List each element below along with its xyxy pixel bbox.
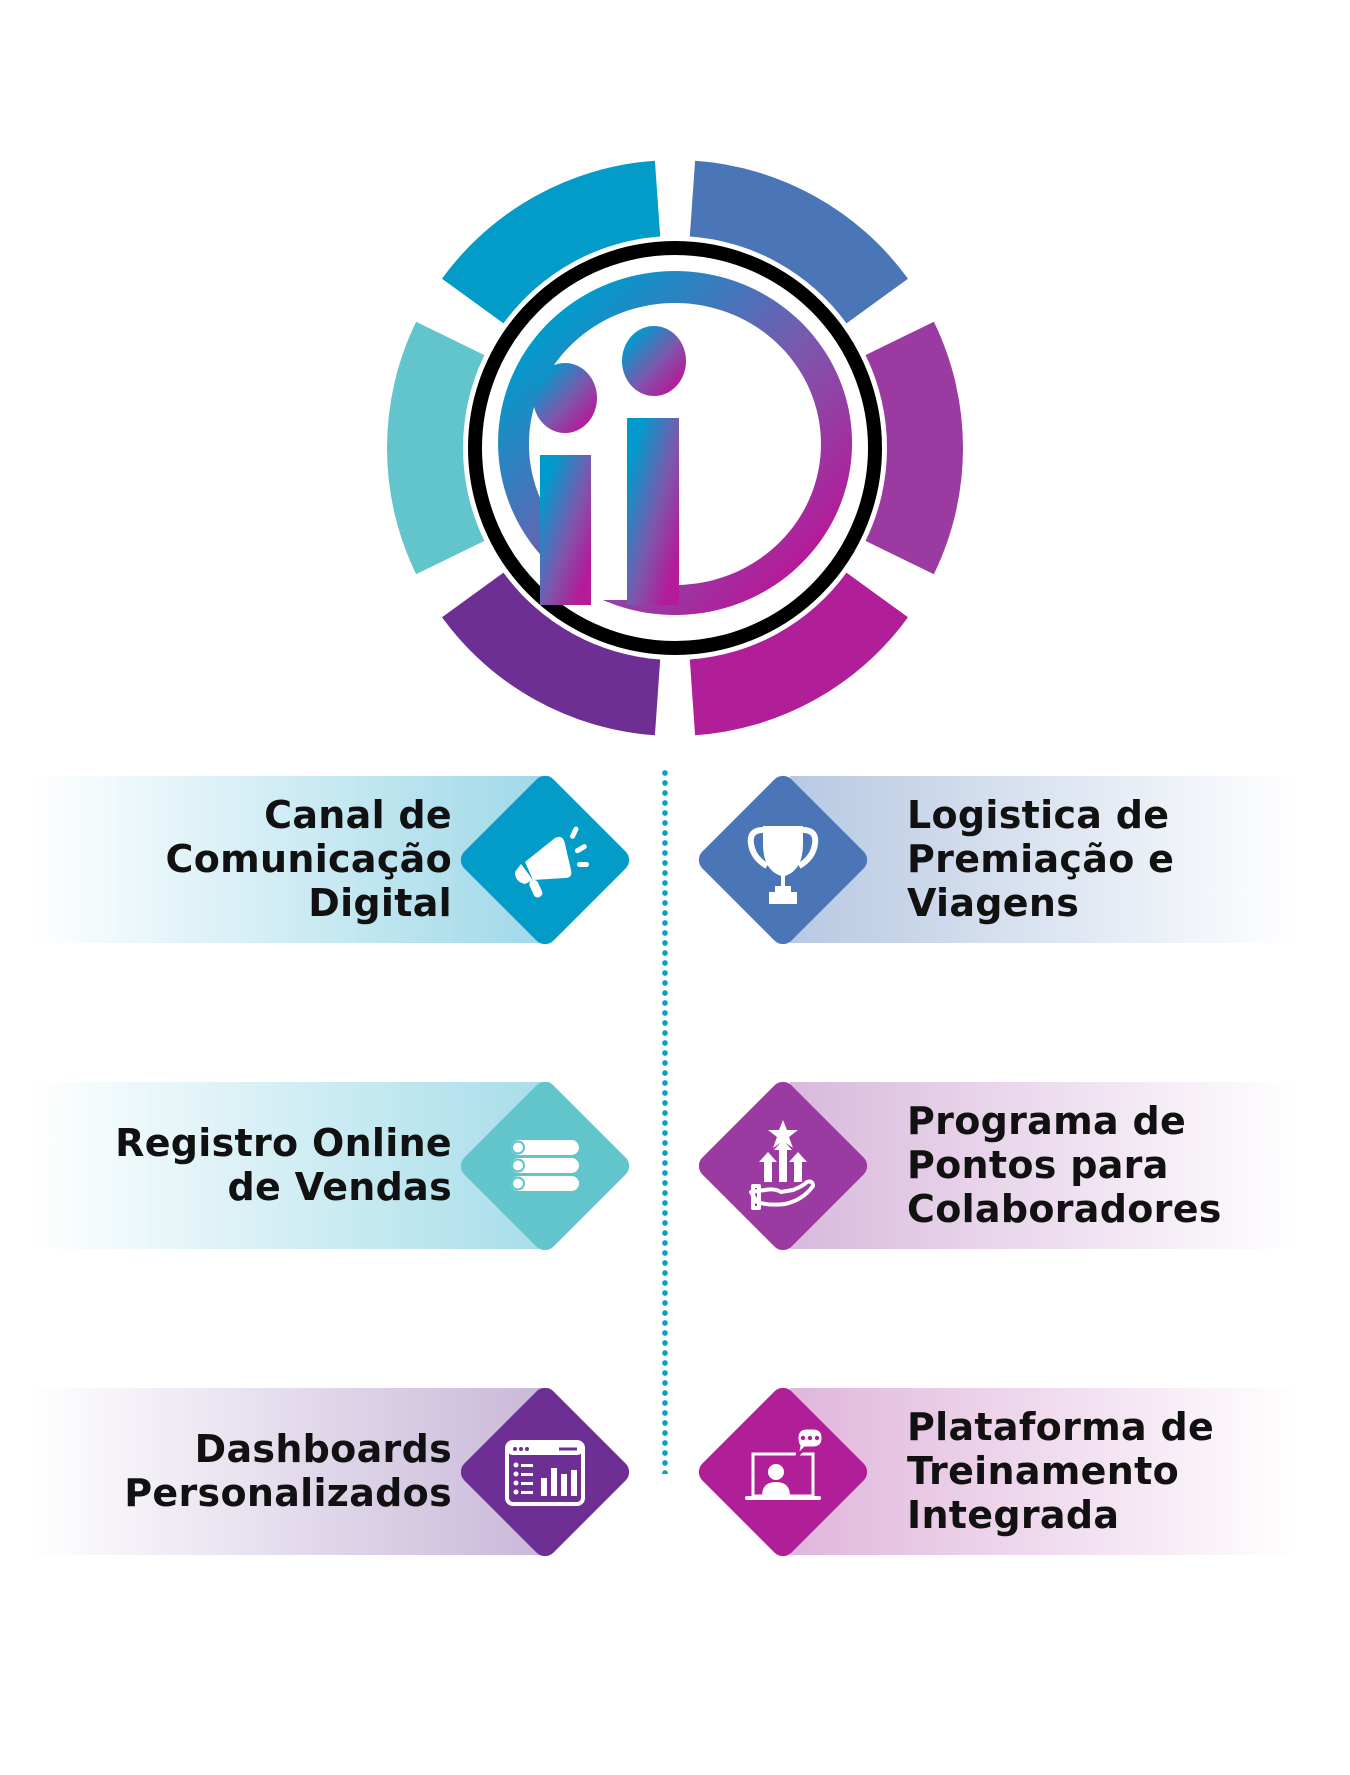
reward-points-icon xyxy=(723,1106,843,1226)
feature-title-line: Programa de xyxy=(907,1099,1187,1143)
logo-head-right xyxy=(622,326,686,396)
database-icon xyxy=(485,1106,605,1226)
logo-segment-purple xyxy=(865,321,963,575)
dashboard-icon xyxy=(485,1412,605,1532)
feature-title-line: Personalizados xyxy=(124,1471,452,1515)
logo-segment-aqua xyxy=(387,321,485,575)
megaphone-icon xyxy=(485,800,605,920)
feature-title-line: Viagens xyxy=(907,881,1080,925)
feature-strip xyxy=(790,776,1297,943)
feature-title-line: Integrada xyxy=(907,1493,1120,1537)
brand-logo xyxy=(387,160,963,736)
feature-strip xyxy=(790,1388,1297,1555)
feature-title-line: Treinamento xyxy=(907,1449,1179,1493)
trophy-icon xyxy=(723,800,843,920)
online-training-icon xyxy=(723,1412,843,1532)
logo-head-left xyxy=(533,363,597,433)
logo-segment-violet xyxy=(442,572,661,736)
feature-title-line: Comunicação xyxy=(165,837,452,881)
feature-title-line: de Vendas xyxy=(227,1165,452,1209)
feature-strip xyxy=(790,1082,1297,1249)
feature-title-line: Digital xyxy=(308,881,452,925)
feature-title-line: Colaboradores xyxy=(907,1187,1222,1231)
feature-title-line: Plataforma de xyxy=(907,1405,1215,1449)
logo-outer-ring xyxy=(387,160,963,736)
logo-body-right xyxy=(627,418,679,605)
feature-title-line: Pontos para xyxy=(907,1143,1169,1187)
connector-dotted-line xyxy=(662,768,668,1474)
feature-title-line: Dashboards xyxy=(194,1427,452,1471)
feature-title-line: Canal de xyxy=(264,793,452,837)
logo-segment-magenta xyxy=(689,572,908,736)
feature-title-line: Registro Online xyxy=(115,1121,452,1165)
logo-black-ring xyxy=(468,241,882,655)
feature-title-line: Premiação e xyxy=(907,837,1175,881)
logo-segment-blue xyxy=(689,160,908,324)
logo-body-left xyxy=(540,455,591,605)
logo-segment-teal-blue xyxy=(442,160,661,324)
feature-title-line: Logistica de xyxy=(907,793,1170,837)
